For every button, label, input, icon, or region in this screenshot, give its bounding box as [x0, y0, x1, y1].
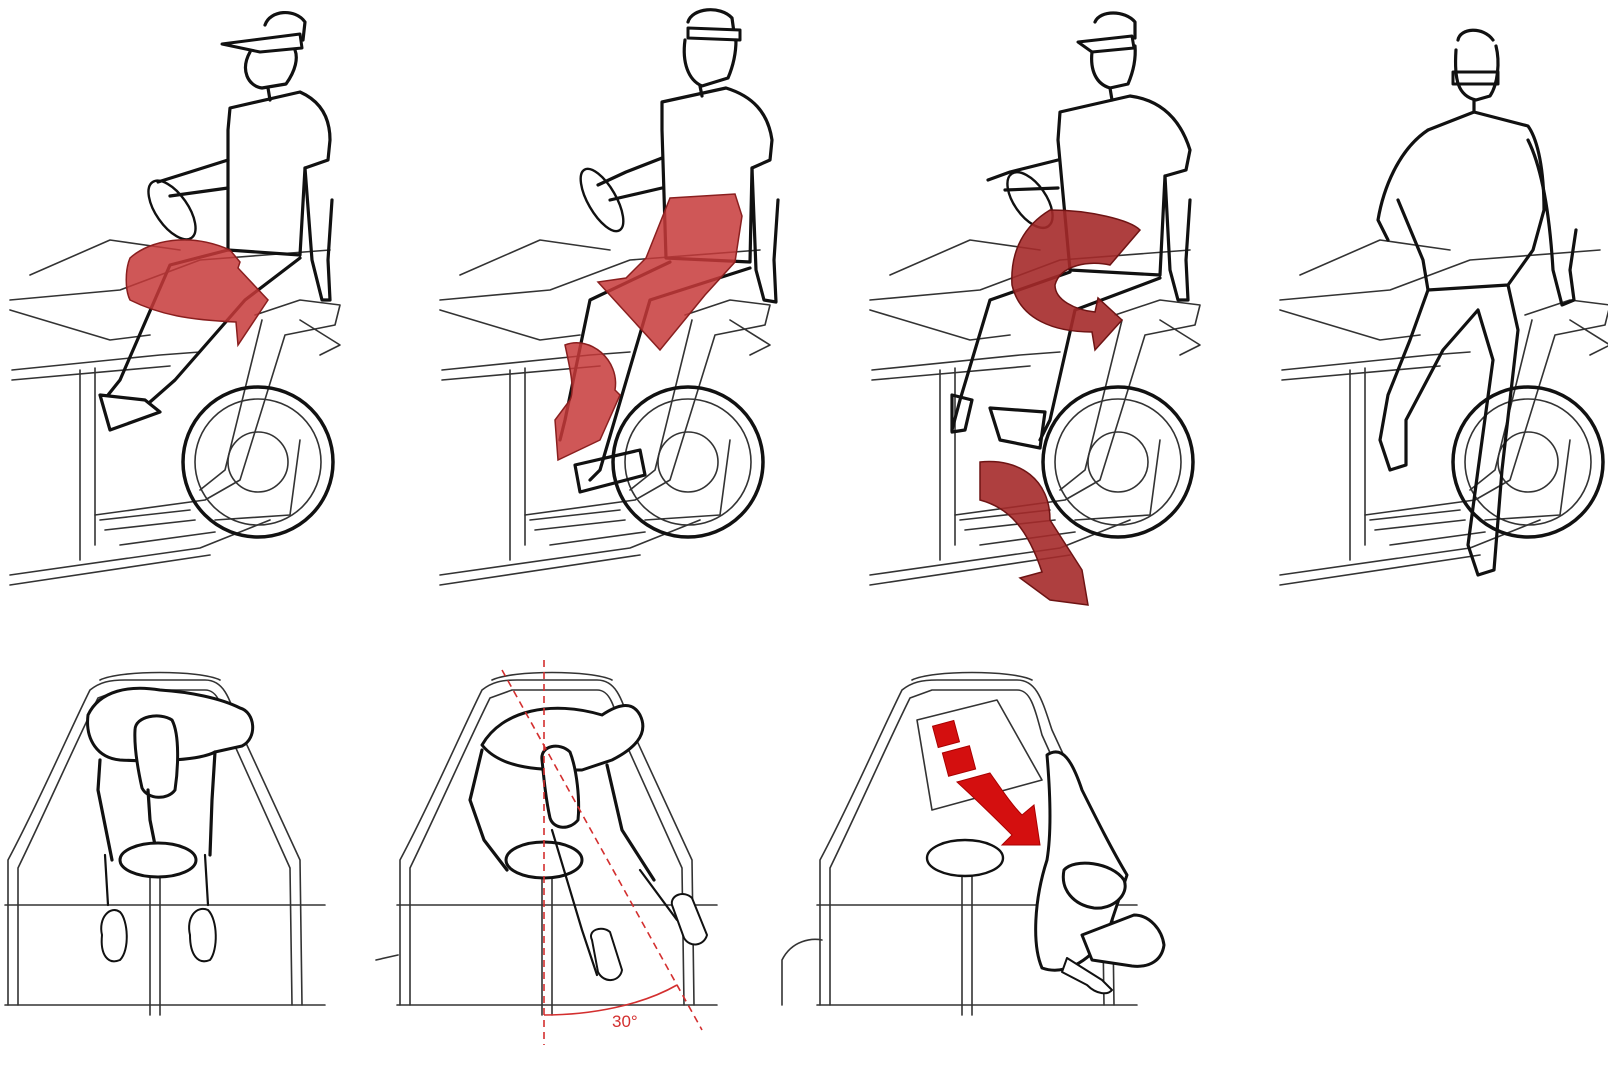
side-step-1 — [10, 13, 340, 585]
top-step-1 — [5, 673, 325, 1016]
side-step-4 — [1280, 30, 1608, 585]
top-step-3 — [782, 673, 1164, 1016]
side-step-2 — [440, 10, 778, 585]
angle-label: 30° — [612, 1012, 638, 1031]
top-step-2 — [376, 660, 717, 1045]
side-step-3 — [870, 13, 1200, 605]
